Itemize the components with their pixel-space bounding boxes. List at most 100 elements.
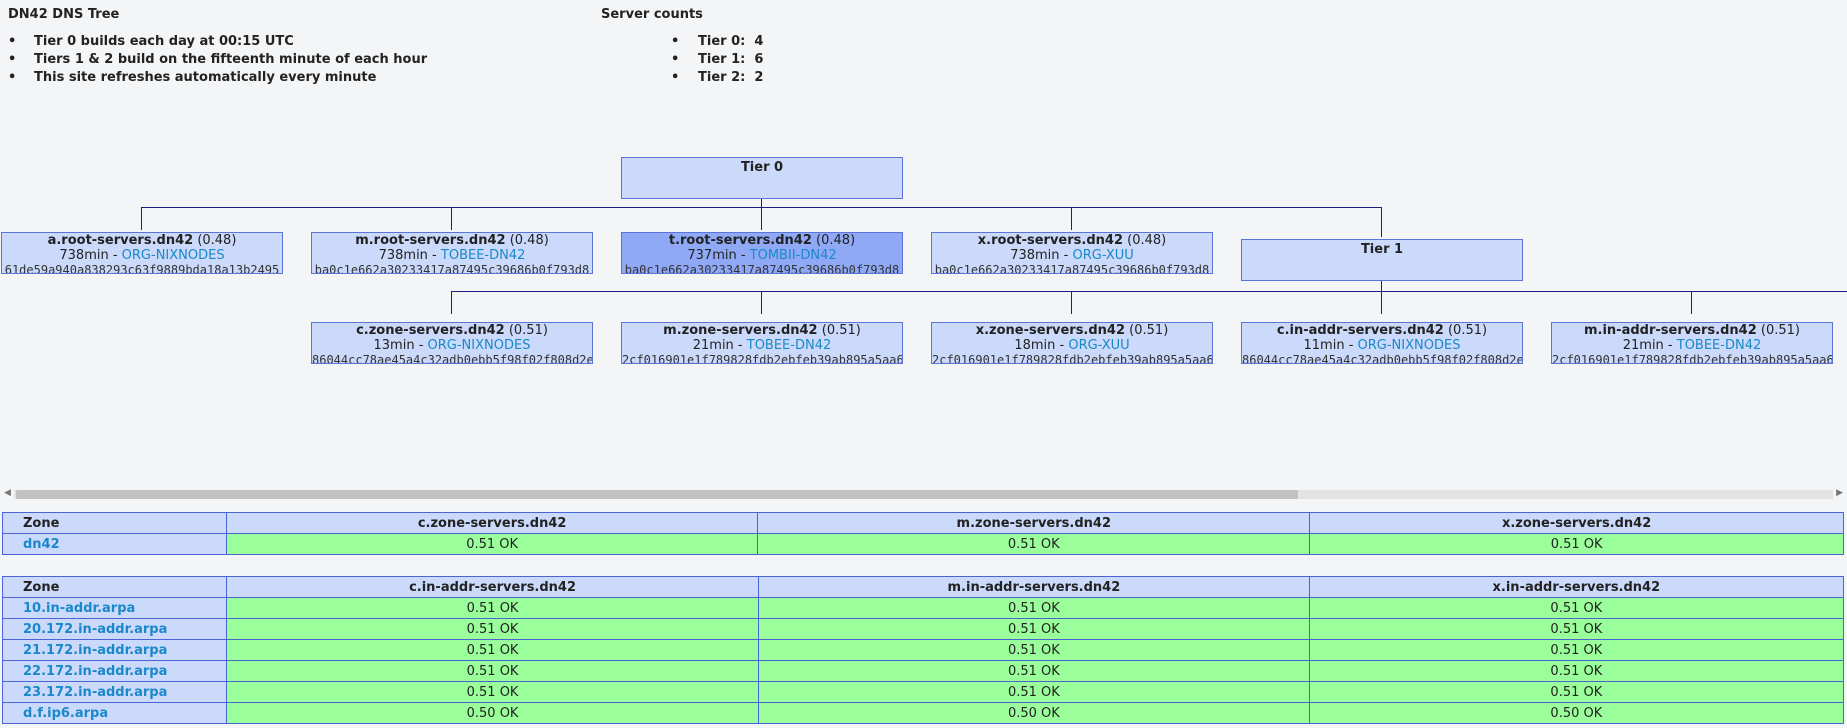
server-latency: (0.48) xyxy=(197,233,237,248)
org-link[interactable]: TOBEE-DN42 xyxy=(746,338,832,353)
zone-link[interactable]: 22.172.in-addr.arpa xyxy=(23,663,168,679)
server-age: 21min - xyxy=(692,338,747,353)
server-counts-title: Server counts xyxy=(601,7,703,22)
in-addr-servers-table: Zone c.in-addr-servers.dn42 m.in-addr-se… xyxy=(2,576,1845,724)
tier0-node-selected: t.root-servers.dn42 (0.48) 737min - TOMB… xyxy=(621,232,903,274)
serial-hash: 86044cc78ae45a4c32adb0ebb5f98f02f808d2e xyxy=(312,353,593,364)
count-label: Tier 1: xyxy=(698,52,746,67)
connector-line xyxy=(451,291,1847,292)
zone-cell: 10.in-addr.arpa xyxy=(2,597,227,619)
zone-cell: 20.172.in-addr.arpa xyxy=(2,618,227,640)
zone-cell: d.f.ip6.arpa xyxy=(2,702,227,724)
table-row: dn42 0.51 OK 0.51 OK 0.51 OK xyxy=(2,533,1844,555)
zone-cell: 22.172.in-addr.arpa xyxy=(2,660,227,682)
connector-line xyxy=(1381,291,1382,314)
count-item: Tier 1: 6 xyxy=(671,51,763,69)
org-link[interactable]: TOBEE-DN42 xyxy=(1676,338,1762,353)
status-cell: 0.51 OK xyxy=(1308,618,1845,640)
server-name: x.zone-servers.dn42 xyxy=(975,323,1126,338)
org-link[interactable]: ORG-XUU xyxy=(1072,248,1134,263)
org-link[interactable]: TOMBII-DN42 xyxy=(749,248,837,263)
serial-hash: 2cf016901e1f789828fdb2ebfeb39ab895a5aa6 xyxy=(1552,353,1833,364)
zone-link[interactable]: 20.172.in-addr.arpa xyxy=(23,621,168,637)
zone-link[interactable]: d.f.ip6.arpa xyxy=(23,705,109,721)
scroll-right-icon[interactable]: ▶ xyxy=(1836,488,1843,498)
server-name: t.root-servers.dn42 xyxy=(668,233,812,248)
dns-tree[interactable]: Tier 0 a.root-servers.dn42 (0.48) 738min… xyxy=(0,140,1847,485)
server-age: 21min - xyxy=(1622,338,1677,353)
zone-link[interactable]: dn42 xyxy=(23,536,60,552)
org-link[interactable]: ORG-NIXNODES xyxy=(427,338,531,353)
server-latency: (0.51) xyxy=(1447,323,1488,338)
zone-cell: 23.172.in-addr.arpa xyxy=(2,681,227,703)
status-cell: 0.51 OK xyxy=(225,618,760,640)
count-value: 6 xyxy=(754,52,764,67)
scrollbar-thumb[interactable] xyxy=(16,490,1298,499)
server-age: 738min - xyxy=(1010,248,1073,263)
connector-line xyxy=(761,207,762,230)
status-cell: 0.51 OK xyxy=(757,533,1311,555)
status-cell: 0.51 OK xyxy=(758,639,1310,661)
server-age: 11min - xyxy=(1303,338,1358,353)
table-row: 10.in-addr.arpa 0.51 OK 0.51 OK 0.51 OK xyxy=(2,597,1845,619)
status-cell: 0.51 OK xyxy=(225,639,760,661)
tier0-node: a.root-servers.dn42 (0.48) 738min - ORG-… xyxy=(1,232,283,274)
horizontal-scrollbar[interactable]: ◀ ▶ xyxy=(0,487,1847,501)
count-label: Tier 0: xyxy=(698,34,746,49)
scroll-left-icon[interactable]: ◀ xyxy=(4,488,11,498)
tier1-box: Tier 1 xyxy=(1241,239,1523,281)
server-latency: (0.48) xyxy=(1127,233,1167,248)
column-header: m.zone-servers.dn42 xyxy=(757,512,1311,534)
server-name: m.in-addr-servers.dn42 xyxy=(1583,323,1757,338)
note-item: This site refreshes automatically every … xyxy=(8,69,427,87)
server-counts: Tier 0: 4 Tier 1: 6 Tier 2: 2 xyxy=(671,33,763,87)
tier1-node: x.zone-servers.dn42 (0.51) 18min - ORG-X… xyxy=(931,322,1213,364)
org-link[interactable]: ORG-XUU xyxy=(1068,338,1130,353)
zone-link[interactable]: 10.in-addr.arpa xyxy=(23,600,136,616)
connector-line xyxy=(761,291,762,314)
column-header: Zone xyxy=(2,512,227,534)
count-item: Tier 0: 4 xyxy=(671,33,763,51)
status-cell: 0.51 OK xyxy=(1308,639,1845,661)
serial-hash: ba0c1e662a30233417a87495c39686b0f793d8 xyxy=(624,263,900,274)
org-link[interactable]: ORG-NIXNODES xyxy=(1357,338,1461,353)
status-cell: 0.51 OK xyxy=(1308,681,1845,703)
column-header: x.in-addr-servers.dn42 xyxy=(1308,576,1845,598)
server-name: a.root-servers.dn42 xyxy=(47,233,194,248)
status-cell: 0.51 OK xyxy=(225,660,760,682)
serial-hash: 86044cc78ae45a4c32adb0ebb5f98f02f808d2e xyxy=(1242,353,1523,364)
serial-hash: 61de59a940a838293c63f9889bda18a13b2495 xyxy=(4,263,280,274)
server-name: c.in-addr-servers.dn42 xyxy=(1276,323,1444,338)
tier1-label: Tier 1 xyxy=(1360,242,1404,257)
connector-line xyxy=(1071,291,1072,314)
column-header: Zone xyxy=(2,576,227,598)
note-item: Tiers 1 & 2 build on the fifteenth minut… xyxy=(8,51,427,69)
column-header: c.in-addr-servers.dn42 xyxy=(225,576,760,598)
connector-line xyxy=(141,207,142,230)
tier1-node: c.zone-servers.dn42 (0.51) 13min - ORG-N… xyxy=(311,322,593,364)
status-cell: 0.51 OK xyxy=(225,597,760,619)
status-cell: 0.50 OK xyxy=(225,702,760,724)
tier1-node: m.zone-servers.dn42 (0.51) 21min - TOBEE… xyxy=(621,322,903,364)
connector-line xyxy=(1691,291,1692,314)
zone-link[interactable]: 23.172.in-addr.arpa xyxy=(23,684,168,700)
tier0-node: m.root-servers.dn42 (0.48) 738min - TOBE… xyxy=(311,232,593,274)
serial-hash: 2cf016901e1f789828fdb2ebfeb39ab895a5aa6 xyxy=(932,353,1213,364)
status-cell: 0.51 OK xyxy=(1308,660,1845,682)
zone-link[interactable]: 21.172.in-addr.arpa xyxy=(23,642,168,658)
table-row: d.f.ip6.arpa 0.50 OK 0.50 OK 0.50 OK xyxy=(2,702,1845,724)
server-name: m.zone-servers.dn42 xyxy=(663,323,818,338)
org-link[interactable]: TOBEE-DN42 xyxy=(440,248,526,263)
status-cell: 0.51 OK xyxy=(225,681,760,703)
table-header-row: Zone c.zone-servers.dn42 m.zone-servers.… xyxy=(2,512,1844,534)
count-value: 4 xyxy=(754,34,764,49)
server-latency: (0.48) xyxy=(816,233,856,248)
table-header-row: Zone c.in-addr-servers.dn42 m.in-addr-se… xyxy=(2,576,1845,598)
count-value: 2 xyxy=(754,70,764,85)
serial-hash: ba0c1e662a30233417a87495c39686b0f793d8 xyxy=(934,263,1210,274)
org-link[interactable]: ORG-NIXNODES xyxy=(121,248,225,263)
connector-line xyxy=(451,291,452,314)
column-header: m.in-addr-servers.dn42 xyxy=(758,576,1310,598)
note-item: Tier 0 builds each day at 00:15 UTC xyxy=(8,33,427,51)
table-row: 20.172.in-addr.arpa 0.51 OK 0.51 OK 0.51… xyxy=(2,618,1845,640)
